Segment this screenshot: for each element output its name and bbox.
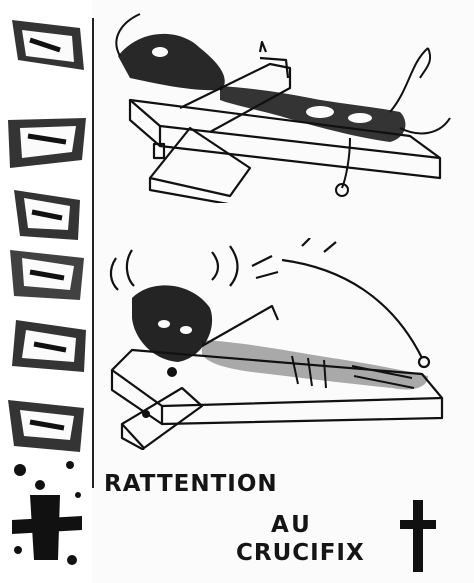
caption-line-1: RATTENTION [104, 471, 278, 497]
figure-on-cross-illustration [109, 238, 444, 450]
spine-divider [92, 18, 94, 488]
rat-on-cross-illustration [115, 13, 451, 203]
caption-line-3: CRUCIFIX [236, 540, 365, 566]
caption-line-2: AU [271, 512, 313, 538]
spine-panel [0, 0, 92, 583]
spine-splatter [8, 20, 86, 565]
latin-cross-icon [400, 500, 436, 572]
